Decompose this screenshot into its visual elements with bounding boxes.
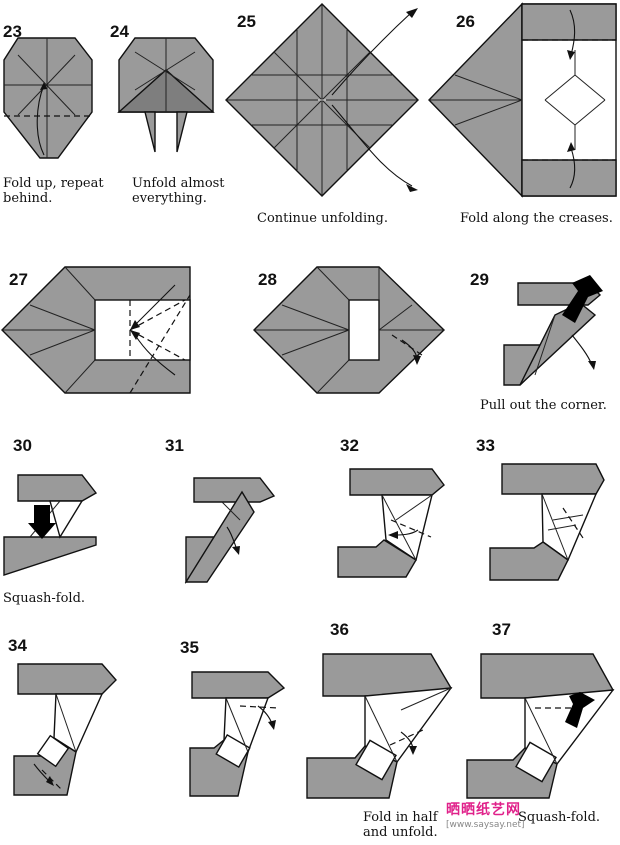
- step-number-36: 36: [330, 620, 349, 639]
- step-number-31: 31: [165, 436, 184, 455]
- step-number-25: 25: [237, 12, 256, 31]
- step-number-24: 24: [110, 22, 129, 41]
- step-number-32: 32: [340, 436, 359, 455]
- caption-step-24: Unfold almost everything.: [132, 176, 225, 206]
- diagram-step-26: [428, 2, 617, 198]
- step-number-33: 33: [476, 436, 495, 455]
- diagram-step-28: [253, 266, 446, 394]
- step-number-37: 37: [492, 620, 511, 639]
- caption-step-36: Fold in half and unfold.: [363, 810, 438, 840]
- caption-step-29: Pull out the corner.: [480, 398, 607, 413]
- diagram-step-25: [225, 3, 419, 197]
- diagram-step-36: [306, 653, 453, 799]
- diagram-step-32: [337, 468, 445, 578]
- caption-step-37: Squash-fold.: [518, 810, 601, 825]
- step-number-26: 26: [456, 12, 475, 31]
- watermark-text: 晒晒纸艺网: [446, 802, 521, 818]
- caption-step-30: Squash-fold.: [3, 591, 86, 606]
- step-number-35: 35: [180, 638, 199, 657]
- diagram-step-37: [466, 653, 615, 799]
- diagram-step-29: [503, 275, 603, 386]
- diagram-step-24: [117, 37, 215, 153]
- caption-step-26: Fold along the creases.: [460, 211, 613, 226]
- caption-step-25: Continue unfolding.: [257, 211, 388, 226]
- diagram-step-23: [3, 37, 93, 159]
- watermark-url: [www.saysay.net]: [446, 820, 525, 830]
- step-number-29: 29: [470, 270, 489, 289]
- step-number-34: 34: [8, 636, 27, 655]
- diagram-step-27: [1, 266, 191, 394]
- diagram-step-33: [489, 463, 605, 581]
- step-number-27: 27: [9, 270, 28, 289]
- diagram-step-31: [184, 477, 276, 584]
- diagram-step-30: [3, 474, 98, 576]
- diagram-step-34: [13, 663, 117, 796]
- caption-step-23: Fold up, repeat behind.: [3, 176, 104, 206]
- diagram-step-35: [189, 671, 286, 797]
- step-number-23: 23: [3, 22, 22, 41]
- watermark: 晒晒纸艺网 [www.saysay.net]: [446, 799, 525, 830]
- step-number-28: 28: [258, 270, 277, 289]
- step-number-30: 30: [13, 436, 32, 455]
